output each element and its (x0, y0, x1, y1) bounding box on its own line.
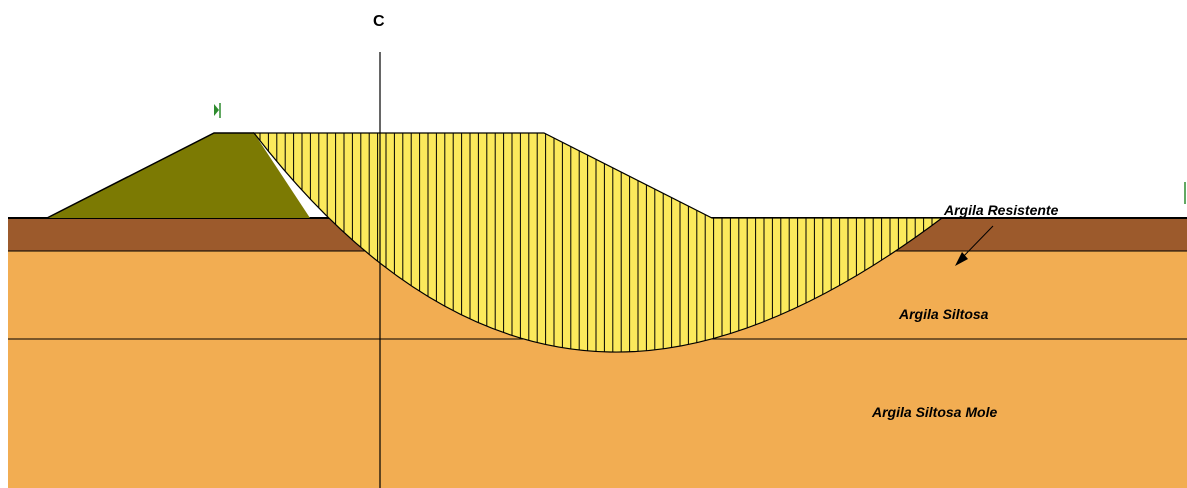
embankment-fill (47, 133, 310, 218)
label-argila-siltosa-mole: Argila Siltosa Mole (871, 404, 997, 420)
failure-surface (252, 132, 944, 353)
arrow-argila-resistente (955, 225, 994, 266)
left-limit-marker (214, 103, 221, 118)
embankment-outline (46, 132, 254, 219)
layer-argila-siltosa-mole (8, 339, 1187, 488)
label-argila-resistente: Argila Resistente (943, 202, 1059, 218)
failure-mass (254, 133, 942, 353)
center-label: C (373, 13, 385, 30)
label-argila-siltosa: Argila Siltosa (898, 306, 989, 322)
